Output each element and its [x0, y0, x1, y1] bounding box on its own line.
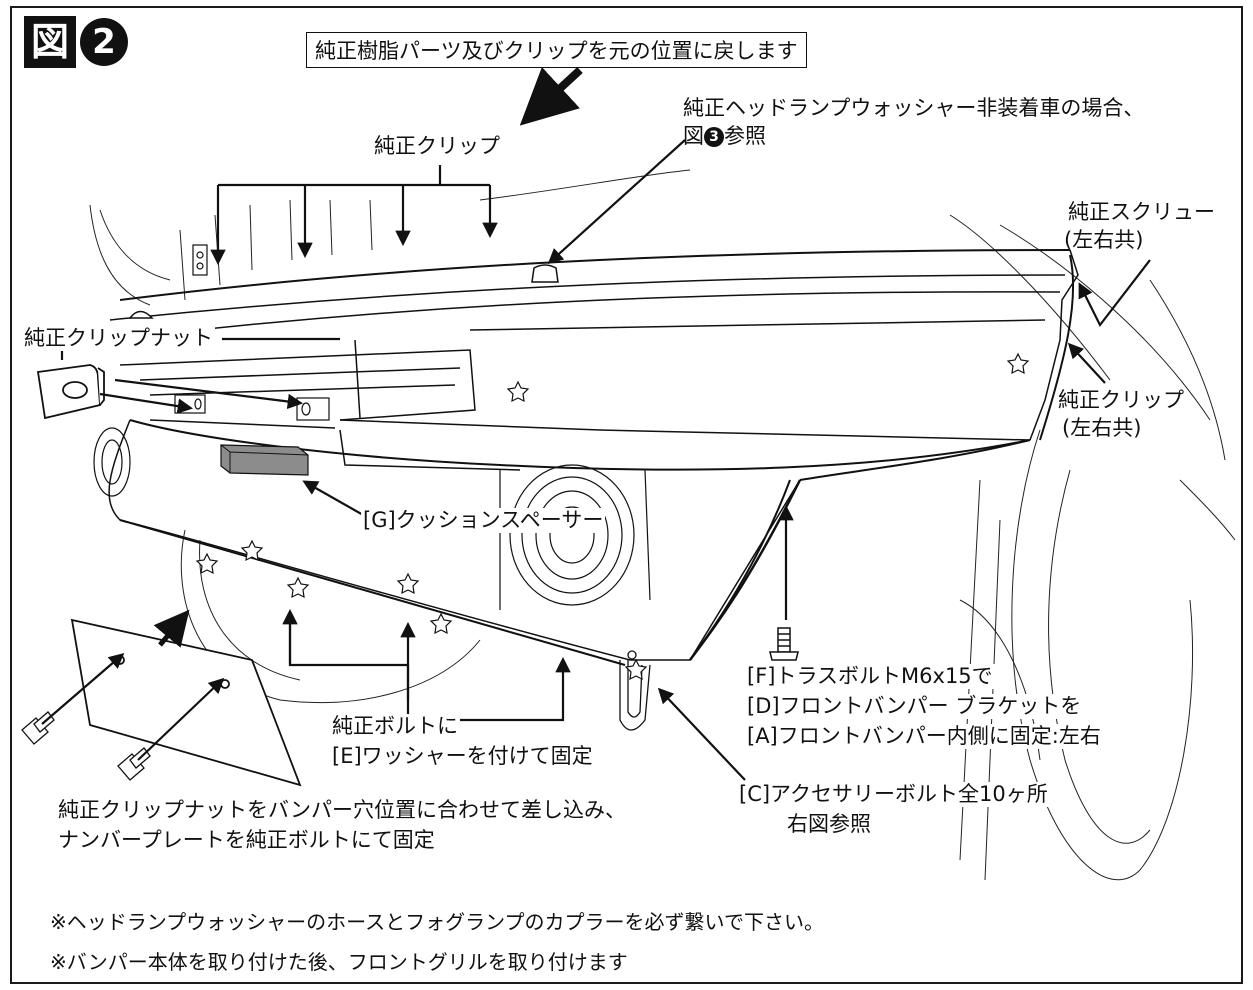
number-plate — [70, 618, 302, 787]
accessory-bolt-label-line1: [C]アクセサリーボルト全10ヶ所 — [737, 782, 1050, 808]
washer-note-line1: 純正ヘッドランプウォッシャー非装着車の場合、 — [683, 96, 1145, 120]
fog-lamp — [499, 464, 651, 610]
washer-nozzle — [128, 264, 559, 319]
washer-note-suffix: 参照 — [724, 124, 766, 148]
figure-title: 図 2 — [24, 16, 128, 68]
truss-bolt-label-line3: [A]フロントバンパー内側に固定:左右 — [745, 724, 1103, 750]
clip-top-label: 純正クリップ — [374, 134, 500, 158]
bolt-label-line1: 純正ボルトに — [330, 714, 460, 740]
clip-nut-label: 純正クリップナット — [22, 326, 215, 352]
leader-arrows — [41, 67, 1151, 781]
cushion-spacer-label: [G]クッションスペーサー — [361, 508, 606, 534]
note-1: ※ヘッドランプウォッシャーのホースとフォグランプのカプラーを必ず繋いで下さい。 — [50, 910, 824, 934]
bolt-label-line2: [E]ワッシャーを付けて固定 — [330, 744, 595, 770]
truss-bolt — [769, 627, 799, 661]
truss-bolt-label-line1: [F]トラスボルトM6x15で — [745, 664, 995, 690]
cushion-spacer — [220, 444, 309, 476]
bumper-bracket — [619, 650, 651, 731]
figure-frame — [10, 6, 1243, 984]
plate-label-line2: ナンバープレートを純正ボルトにて固定 — [58, 828, 435, 852]
car-body-outline — [89, 169, 1236, 881]
truss-bolt-label-line2: [D]フロントバンパー ブラケットを — [745, 694, 1084, 720]
left-fog-lamp — [93, 427, 131, 497]
clip-side-label-line1: 純正クリップ — [1058, 388, 1184, 412]
accessory-bolt-markers — [195, 352, 1030, 681]
clip-side-label-line2: (左右共) — [1062, 416, 1142, 440]
figure-ref-number: 3 — [704, 127, 724, 147]
accessory-bolt-label-line2: 右図参照 — [785, 812, 873, 838]
plate-label-line1: 純正クリップナットをバンパー穴位置に合わせて差し込み、 — [58, 798, 627, 822]
note-2: ※バンパー本体を取り付けた後、フロントグリルを取り付けます — [50, 950, 628, 974]
figure-number: 2 — [80, 18, 128, 66]
screw-label-line2: (左右共) — [1064, 228, 1144, 252]
clip-nut-part — [36, 364, 105, 420]
screw-label-line1: 純正スクリュー — [1068, 200, 1215, 224]
washer-note-prefix: 図 — [683, 124, 704, 148]
top-instruction: 純正樹脂パーツ及びクリップを元の位置に戻します — [306, 32, 807, 68]
figure-label: 図 — [24, 16, 76, 68]
